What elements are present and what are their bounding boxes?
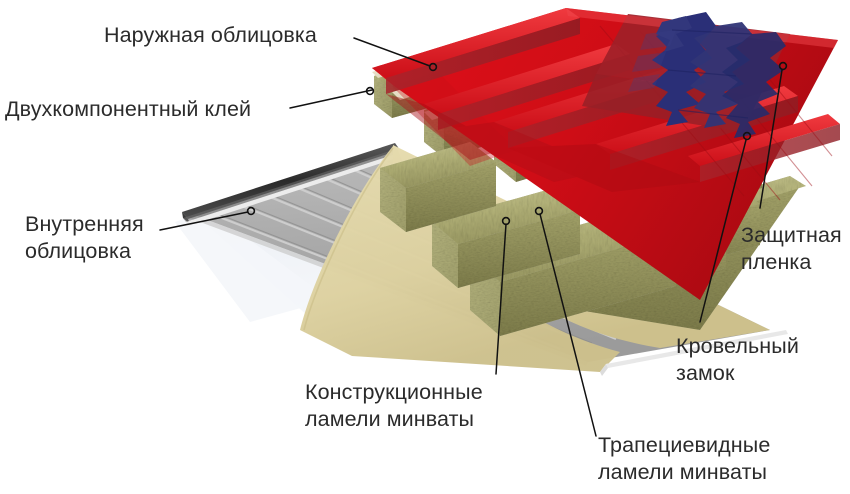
leader-glue (289, 89, 373, 109)
label-protective-film-line1: Защитная (741, 223, 842, 247)
dot-inner-cladding (246, 206, 256, 216)
dot-lock (742, 131, 752, 141)
label-two-component-glue: Двухкомпонентный клей (5, 97, 252, 121)
label-structural-lamellae: Конструкционные ламели минваты (305, 379, 483, 433)
leader-lines (159, 37, 783, 437)
leader-lock (699, 139, 747, 323)
leader-end-dots (246, 61, 788, 226)
leader-trapezoid (539, 213, 597, 437)
protective-film-blue (628, 12, 786, 138)
label-roof-lock-line1: Кровельный (676, 334, 799, 358)
dot-film (778, 61, 788, 71)
inner-cladding-edge-strip (182, 143, 400, 226)
label-inner-cladding-line2: облицовка (25, 239, 132, 263)
label-protective-film-line2: пленка (741, 250, 812, 274)
label-structural-lamellae-line1: Конструкционные (305, 380, 483, 404)
label-inner-cladding-line1: Внутренняя (25, 212, 144, 236)
label-structural-lamellae-line2: ламели минваты (305, 407, 475, 431)
leader-structural (495, 223, 507, 375)
label-roof-lock-line2: замок (676, 361, 735, 385)
dot-outer-cladding (428, 62, 438, 72)
label-outer-cladding: Наружная облицовка (104, 23, 317, 47)
label-protective-film: Защитная пленка (741, 222, 842, 276)
label-trapezoid-lamellae-line2: ламели минваты (598, 460, 768, 484)
label-inner-cladding: Внутренняя облицовка (25, 211, 144, 265)
label-trapezoid-lamellae-line1: Трапециевидные (598, 433, 771, 457)
dot-structural (501, 216, 511, 226)
label-trapezoid-lamellae: Трапециевидные ламели минваты (598, 432, 770, 486)
wool-lamella-1 (380, 142, 496, 232)
label-roof-lock: Кровельный замок (676, 333, 799, 387)
dot-glue (365, 86, 375, 96)
leader-outer-cladding (353, 37, 431, 67)
panel-bottom-lip (600, 330, 788, 376)
leader-inner-cladding (159, 211, 249, 231)
leader-film (759, 69, 783, 209)
dot-trapezoid (534, 206, 544, 216)
